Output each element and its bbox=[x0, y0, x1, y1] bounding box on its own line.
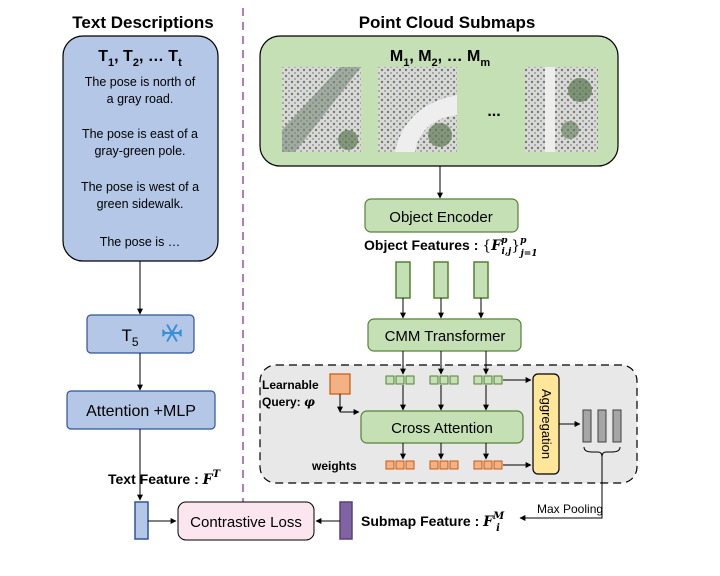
text-feature-vector bbox=[134, 501, 149, 540]
description-line: The pose is north of bbox=[85, 75, 196, 89]
token-header: T1, T2, … Tt bbox=[98, 48, 182, 69]
point-cloud-heading: Point Cloud Submaps bbox=[359, 13, 536, 32]
submap-image bbox=[378, 67, 457, 152]
max-pooling-label: Max Pooling bbox=[537, 502, 603, 516]
description-line: The pose is east of a bbox=[82, 127, 198, 141]
submap-image bbox=[282, 67, 361, 152]
learnable-query-token bbox=[329, 373, 351, 395]
submap-feature-vector bbox=[339, 501, 353, 540]
snowflake-icon bbox=[162, 324, 182, 342]
object-token-groups bbox=[385, 375, 503, 385]
cross-attention-box bbox=[360, 410, 524, 444]
text-descriptions-heading: Text Descriptions bbox=[72, 13, 213, 32]
object-encoder-box bbox=[364, 198, 519, 233]
learnable-query-label: Learnable bbox=[262, 378, 319, 392]
arrow bbox=[519, 457, 603, 521]
object-feature-vector bbox=[473, 261, 489, 299]
contrastive-loss-box bbox=[177, 501, 315, 541]
aggregated-feature-vectors bbox=[582, 409, 622, 443]
submap-header: M1, M2, … Mm bbox=[390, 48, 490, 69]
description-line: gray-green pole. bbox=[94, 144, 185, 158]
attention-mlp-box bbox=[66, 390, 216, 430]
description-line: The pose is west of a bbox=[81, 180, 199, 194]
description-line: The pose is … bbox=[100, 235, 181, 249]
object-feature-vector bbox=[433, 261, 449, 299]
aggregation-label: Aggregation bbox=[539, 389, 554, 459]
description-line: a gray road. bbox=[107, 92, 174, 106]
cmm-transformer-label: CMM Transformer bbox=[385, 328, 506, 345]
more-submaps-ellipsis: ... bbox=[487, 103, 500, 120]
t5-label: T5 bbox=[121, 326, 138, 349]
object-feature-vector bbox=[395, 261, 411, 299]
object-encoder-label: Object Encoder bbox=[389, 209, 492, 226]
query-label: Query: φ bbox=[262, 395, 315, 409]
description-list: The pose is north of a gray road. The po… bbox=[81, 75, 199, 249]
cmm-transformer-box bbox=[367, 318, 522, 352]
text-feature-label: Text Feature : FT bbox=[108, 469, 222, 488]
weights-label: weights bbox=[311, 459, 357, 473]
contrastive-loss-label: Contrastive Loss bbox=[190, 514, 302, 531]
description-line: green sidewalk. bbox=[97, 197, 184, 211]
attention-weight-groups bbox=[385, 460, 503, 470]
submap-image bbox=[525, 67, 598, 152]
cross-attention-label: Cross Attention bbox=[391, 420, 493, 437]
attention-mlp-label: Attention +MLP bbox=[86, 403, 196, 420]
